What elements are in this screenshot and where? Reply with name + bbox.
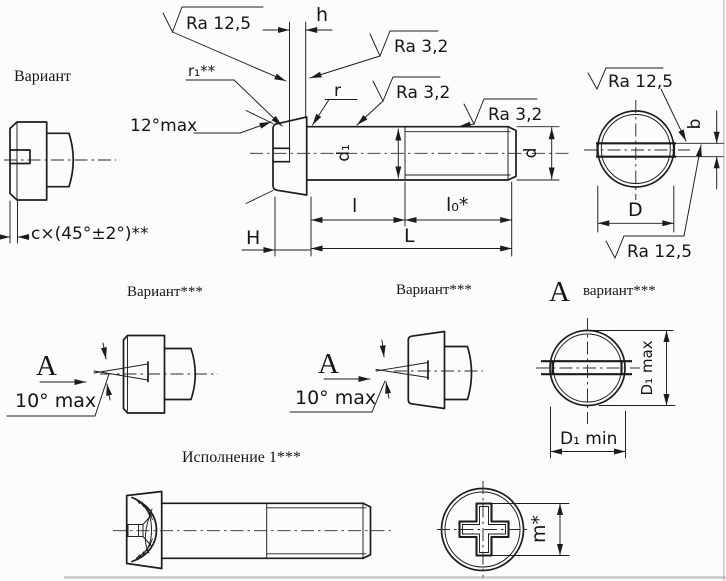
D-dim-label: D	[628, 199, 643, 221]
ispolnenie-head	[125, 490, 163, 570]
d1min-dim-label: D₁ min	[560, 429, 617, 449]
r-dim-label: r	[334, 81, 341, 101]
view-letter-center: A	[318, 348, 339, 380]
ra32-mark-1: Ra 3,2	[309, 30, 448, 79]
chamfer-dim-label: c×(45°±2°)**	[31, 224, 149, 244]
variant3-left-view: Вариант*** A 10° max	[6, 284, 218, 417]
m-dim-label: m*	[528, 515, 550, 543]
angle10-left-label: 10° max	[15, 390, 96, 412]
variant3-left-head	[122, 334, 166, 414]
cross-recess-view: m*	[437, 481, 570, 578]
d1max-dim-label: D₁ max	[638, 340, 656, 395]
ra125-label-2: Ra 12,5	[608, 72, 673, 92]
ispolnenie-chamfer	[362, 502, 372, 560]
angle12-label: 12°max	[130, 116, 197, 136]
l0-dim-label: l₀*	[446, 194, 468, 216]
main-head-outline	[272, 116, 308, 196]
ispolnenie-view: Исполнение 1***	[113, 449, 392, 570]
cross-recess-inner	[462, 506, 506, 553]
ra125-mark-2: Ra 12,5	[587, 67, 687, 142]
L-dim-label: L	[404, 225, 415, 247]
a-variant-letter: А	[549, 276, 570, 308]
variant-shank	[45, 132, 75, 188]
ra125-label-1: Ra 12,5	[186, 14, 251, 34]
b-dim-label: b	[685, 119, 705, 130]
h-dim-label: h	[316, 4, 328, 26]
d1-dim-label: d₁	[334, 144, 354, 162]
ra32-label-3: Ra 3,2	[488, 105, 542, 125]
variant-label: Вариант	[14, 68, 71, 85]
recess-hatching	[134, 497, 153, 561]
variant3-left-label: Вариант***	[127, 284, 203, 300]
cross-recess-outline	[458, 502, 510, 557]
variant-head-outline	[9, 121, 48, 201]
variant-slot	[9, 149, 31, 165]
variant3-center-label: Вариант***	[396, 282, 472, 298]
a-variant-label: вариант***	[583, 283, 656, 299]
angle10-center-label: 10° max	[295, 387, 376, 409]
variant3-center-shank	[443, 345, 473, 401]
variant3-center-view: Вариант*** A 10° max	[289, 282, 483, 413]
variant3-center-head	[407, 330, 446, 410]
ra32-label-1: Ra 3,2	[394, 37, 448, 57]
H-dim-label: H	[246, 227, 260, 249]
ra125-label-3: Ra 12,5	[627, 242, 692, 262]
l-dim-label: l	[352, 195, 357, 217]
ispolnenie-label: Исполнение 1***	[182, 449, 301, 466]
ra125-mark-1: Ra 12,5	[162, 6, 287, 82]
r1-dim-label: r₁**	[188, 62, 216, 80]
ra125-mark-3: Ra 12,5	[605, 144, 702, 262]
ra32-label-2: Ra 3,2	[396, 83, 450, 103]
d-dim-label: d	[521, 148, 541, 159]
variant-head-view: Вариант c×(45°±2°)**	[0, 68, 149, 244]
ra32-mark-2: Ra 3,2	[356, 76, 450, 126]
head-face-view: b D Ra 12,5 Ra 12,5	[584, 67, 725, 262]
ra32-mark-3: Ra 3,2	[458, 98, 542, 128]
main-view: h d₁ d l l₀* L H 12°max	[130, 4, 572, 257]
a-variant-view: А вариант*** D₁ max D₁ min	[536, 276, 676, 459]
view-letter-left: A	[36, 350, 57, 382]
